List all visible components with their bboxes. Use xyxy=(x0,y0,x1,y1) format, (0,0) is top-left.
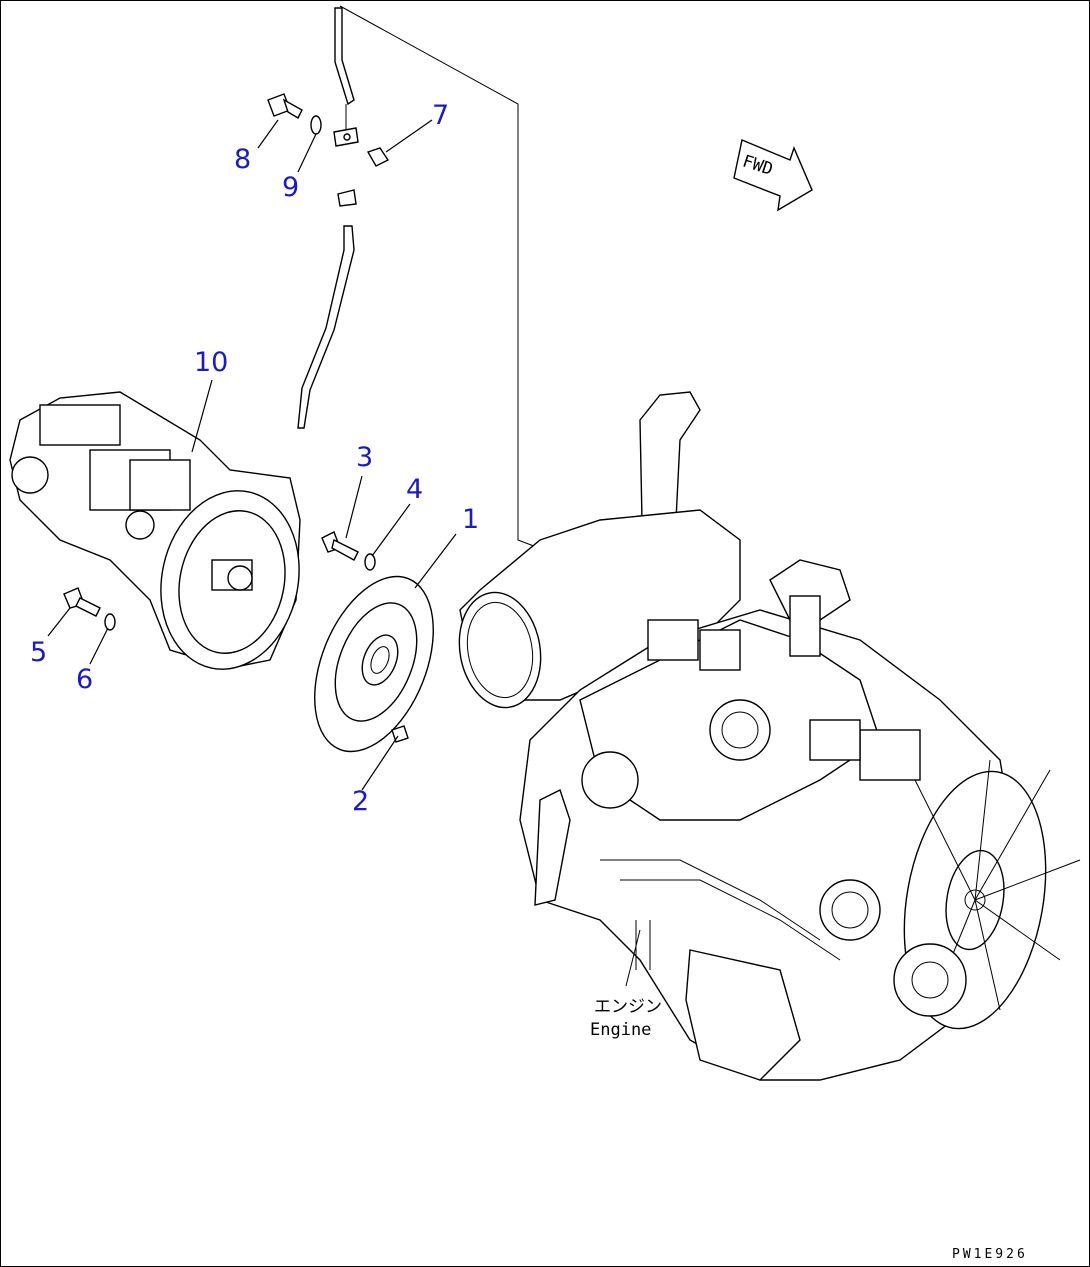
damper-coupling xyxy=(314,575,434,753)
callout-10: 10 xyxy=(194,347,228,378)
callout-9: 9 xyxy=(282,172,299,203)
part-3-bolt xyxy=(321,531,359,561)
part-8-bolt xyxy=(267,93,303,119)
callout-8: 8 xyxy=(234,144,251,175)
callout-3: 3 xyxy=(356,442,373,473)
engine-label-en: Engine xyxy=(590,1020,651,1040)
dipstick-fitting xyxy=(337,189,357,207)
callout-1: 1 xyxy=(462,504,479,535)
part-7-nut xyxy=(366,147,390,167)
callout-2: 2 xyxy=(352,786,369,817)
dipstick-tube-lower xyxy=(297,225,355,429)
leader-lines xyxy=(47,119,457,791)
callout-7: 7 xyxy=(432,100,449,131)
dipstick-bracket xyxy=(333,127,359,147)
callout-6: 6 xyxy=(76,664,93,695)
dipstick-tube-upper xyxy=(334,7,355,132)
dipstick-guide-line xyxy=(339,5,561,557)
engine-label-jp: エンジン xyxy=(594,997,662,1017)
engine xyxy=(458,391,1081,1081)
part-5-bolt xyxy=(63,587,101,617)
callout-4: 4 xyxy=(406,474,423,505)
part-9-washer xyxy=(310,115,322,135)
part-6-washer xyxy=(104,613,116,631)
part-4-washer xyxy=(364,553,376,571)
fwd-arrow xyxy=(733,139,813,212)
callout-5: 5 xyxy=(30,637,47,668)
hydraulic-pump-assembly xyxy=(9,391,301,670)
drawing-code: PW1E926 xyxy=(952,1247,1028,1262)
